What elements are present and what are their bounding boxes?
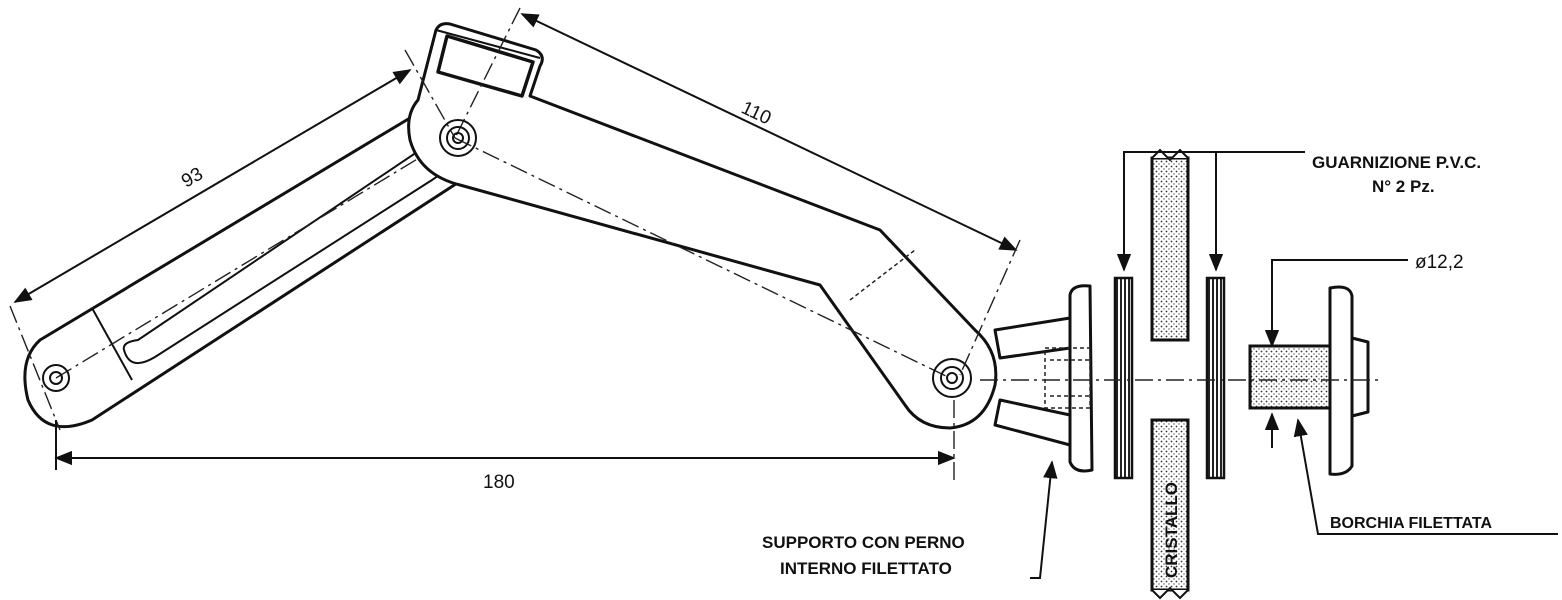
dim-180-text: 180 bbox=[483, 472, 515, 493]
glass-label: CRISTALLO bbox=[1162, 482, 1181, 578]
support-callout: SUPPORTO CON PERNO INTERNO FILETTATO bbox=[762, 460, 1058, 579]
cap-callout: BORCHIA FILETTATA bbox=[1293, 418, 1558, 535]
glass-panel: CRISTALLO bbox=[1150, 148, 1190, 600]
gasket-label-line2: N° 2 Pz. bbox=[1372, 177, 1435, 196]
support-label-line1: SUPPORTO CON PERNO bbox=[762, 533, 965, 552]
dim-110-text: 110 bbox=[738, 97, 774, 129]
support-bracket bbox=[993, 284, 1094, 473]
diameter-label: ø12,2 bbox=[1415, 252, 1464, 273]
lower-arm bbox=[9, 116, 464, 431]
upper-arm bbox=[404, 7, 998, 430]
gasket-callout: GUARNIZIONE P.V.C. N° 2 Pz. bbox=[1116, 151, 1481, 272]
dim-93-text: 93 bbox=[178, 164, 207, 193]
cap-label: BORCHIA FILETTATA bbox=[1330, 515, 1492, 532]
support-label-line2: INTERNO FILETTATO bbox=[780, 559, 952, 578]
threaded-cap bbox=[1248, 285, 1370, 476]
gaskets bbox=[1113, 276, 1226, 480]
dimension-180: 180 bbox=[54, 400, 956, 493]
diameter-callout: ø12,2 bbox=[1264, 252, 1464, 448]
gasket-label-line1: GUARNIZIONE P.V.C. bbox=[1312, 153, 1481, 172]
